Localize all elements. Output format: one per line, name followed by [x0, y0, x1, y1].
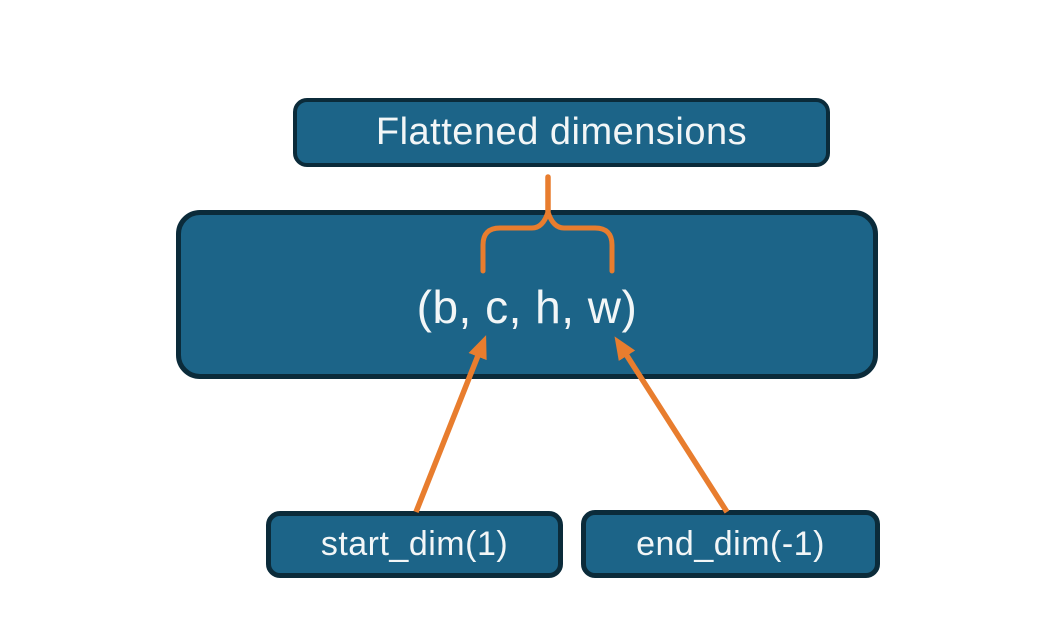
flattened-dimensions-label: Flattened dimensions: [375, 111, 748, 153]
end-dim-box: end_dim(-1): [581, 510, 880, 578]
end-dim-label: end_dim(-1): [636, 524, 825, 563]
start-dim-label: start_dim(1): [320, 525, 509, 563]
flattened-dimensions-box: Flattened dimensions: [293, 98, 830, 167]
start-dim-box: start_dim(1): [266, 511, 563, 578]
tensor-shape-box: (b, c, h, w): [176, 210, 878, 379]
tensor-shape-label: (b, c, h, w): [416, 280, 638, 333]
